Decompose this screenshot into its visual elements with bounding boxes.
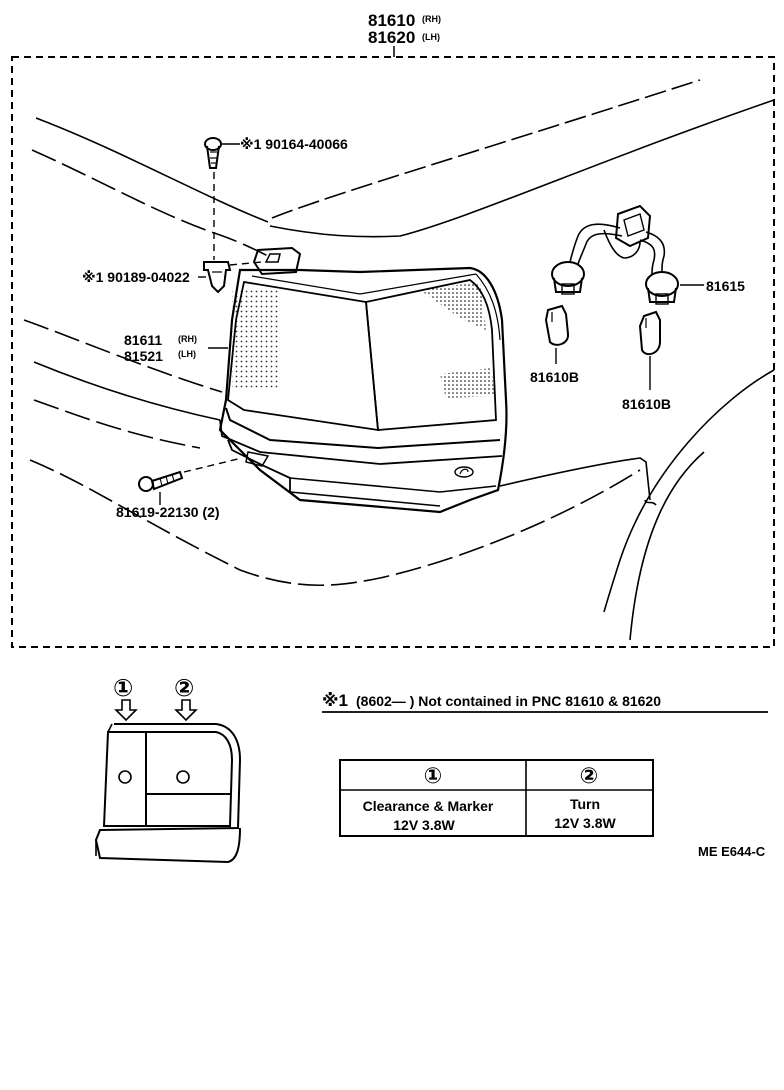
table-header-2: ②	[580, 763, 599, 788]
screw-bottom	[138, 457, 243, 505]
table-header-1: ①	[424, 763, 443, 788]
callout-bulb-left: 81610B	[530, 369, 579, 385]
note-text: (8602— ) Not contained in PNC 81610 & 81…	[356, 693, 661, 709]
screw-top	[204, 137, 240, 260]
callout-bulb-right: 81610B	[622, 396, 671, 412]
note: ※1 (8602— ) Not contained in PNC 81610 &…	[322, 691, 768, 713]
assembly-frame	[11, 56, 775, 648]
callout-screw-bottom: 81619-22130 (2)	[116, 504, 220, 520]
header-number-rh: 81610	[368, 11, 415, 30]
note-prefix: ※1	[322, 691, 348, 710]
position-marker-2: ②	[174, 675, 194, 702]
header-suffix-lh: (LH)	[422, 32, 440, 42]
header-part-number: 81610 (RH) 81620 (LH)	[368, 11, 441, 57]
position-marker-1: ①	[113, 675, 133, 702]
socket-wire-harness	[551, 204, 704, 305]
position-illustration: ① ②	[94, 675, 242, 864]
diagram-code: ME E644-C	[698, 844, 766, 859]
callout-lens-lh: 81521	[124, 348, 163, 364]
arrow-down-icon	[174, 699, 198, 722]
clip	[198, 261, 263, 294]
table-cell-function-2: Turn	[570, 796, 600, 812]
arrow-down-icon	[114, 699, 138, 722]
table-cell-spec-2: 12V 3.8W	[554, 815, 616, 831]
car-body-lines	[23, 79, 775, 641]
bulb-table: ① ② Clearance & Marker Turn 12V 3.8W 12V…	[339, 759, 654, 837]
bulb-left	[544, 304, 570, 364]
callout-clip: ※1 90189-04022	[82, 269, 190, 285]
lamp-assembly	[218, 246, 508, 514]
table-cell-spec-1: 12V 3.8W	[393, 817, 455, 833]
callout-socket-wire: 81615	[706, 278, 745, 294]
table-cell-function-1: Clearance & Marker	[363, 798, 494, 814]
header-number-lh: 81620	[368, 28, 415, 47]
bulb-right	[638, 310, 661, 390]
callout-lens-lh-suffix: (LH)	[178, 349, 196, 359]
callout-lens-rh: 81611	[124, 332, 162, 348]
callout-screw-top: ※1 90164-40066	[240, 136, 348, 152]
header-suffix-rh: (RH)	[422, 14, 441, 24]
callout-lens-rh-suffix: (RH)	[178, 334, 197, 344]
